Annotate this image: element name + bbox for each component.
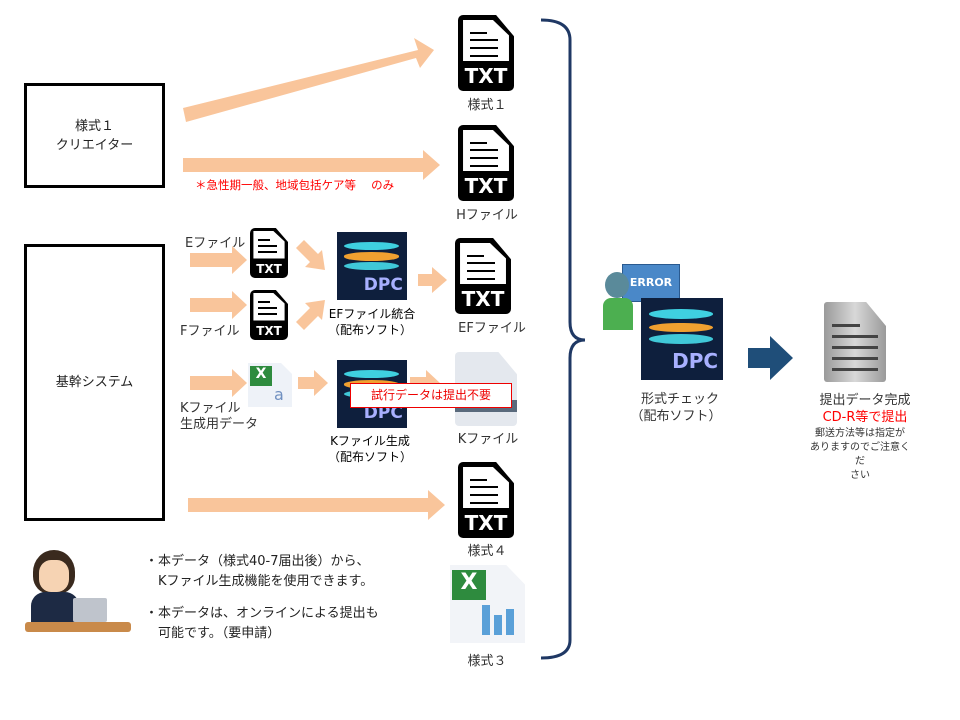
txt-file-icon: TXT — [250, 228, 288, 278]
bullet-line: ・本データは、オンラインによる提出も — [145, 606, 379, 621]
label-k-gen-sub: （配布ソフト） — [327, 450, 413, 464]
arrow-k-data — [190, 369, 247, 397]
label-ef-merge-sub: （配布ソフト） — [327, 323, 413, 337]
arrow-f — [190, 291, 247, 319]
txt-file-icon: TXT — [458, 125, 514, 201]
creator-box: 様式１ クリエイター — [24, 83, 165, 188]
label-f-file: Fファイル — [180, 324, 240, 339]
label-cdr: CD-R等で提出 — [822, 410, 908, 425]
bullet-line: ・本データ（様式40-7届出後）から、 — [145, 554, 370, 569]
bullet-notes: ・本データ（様式40-7届出後）から、 Kファイル生成機能を使用できます。 ・本… — [145, 552, 379, 644]
arrow-k-dpc — [298, 370, 328, 396]
label-form4: 様式４ — [467, 544, 507, 559]
label-e-file: Eファイル — [185, 236, 246, 251]
note-red: ＊急性期一般、地域包括ケア等 のみ — [195, 178, 395, 192]
dpc-app-icon: DPC — [337, 232, 407, 300]
arrow-dpc-ef — [418, 267, 447, 293]
panicked-person-icon — [603, 272, 633, 330]
label-mail-note: 郵送方法等は指定が ありますのでご注意くだ さい — [810, 428, 910, 481]
core-system-box: 基幹システム — [24, 244, 165, 521]
arrow-core-form4 — [188, 490, 445, 520]
label-k-gen: Kファイル生成 — [330, 434, 410, 448]
label-format-check: 形式チェック — [640, 392, 720, 407]
error-screen-icon: ERROR — [622, 264, 680, 302]
label-ef-file: EFファイル — [458, 321, 526, 336]
txt-file-icon: TXT — [458, 15, 514, 91]
txt-file-icon: TXT — [455, 238, 511, 314]
arrow-e — [190, 246, 247, 274]
brace — [540, 18, 586, 660]
label-done: 提出データ完成 — [819, 393, 911, 408]
arrow-e-dpc — [296, 240, 325, 270]
label-h-file: Hファイル — [456, 208, 518, 223]
arrow-f-dpc — [296, 300, 325, 330]
txt-file-icon: TXT — [250, 290, 288, 340]
arrow-creator-h — [183, 150, 440, 180]
bullet-line: 可能です。（要申請） — [145, 626, 281, 641]
bullet-line: Kファイル生成機能を使用できます。 — [145, 574, 374, 589]
trial-note: 試行データは提出不要 — [350, 383, 512, 408]
label-k-data-sub: 生成用データ — [180, 417, 259, 432]
arrow-creator-form1 — [183, 38, 434, 122]
person-at-laptop-illustration — [25, 548, 135, 643]
dpc-app-icon: DPC — [641, 298, 723, 380]
label-form1: 様式１ — [467, 98, 507, 113]
label-ef-merge: EFファイル統合 — [328, 307, 416, 321]
document-icon — [824, 302, 886, 382]
label-k-data: Kファイル — [180, 401, 241, 416]
arrow-check-done — [748, 336, 793, 380]
excel-form3-icon: X — [450, 565, 525, 643]
label-form3: 様式３ — [467, 654, 507, 669]
label-k-file: Kファイル — [457, 432, 519, 447]
label-format-check-sub: （配布ソフト） — [630, 409, 722, 424]
txt-file-icon: TXT — [458, 462, 514, 538]
